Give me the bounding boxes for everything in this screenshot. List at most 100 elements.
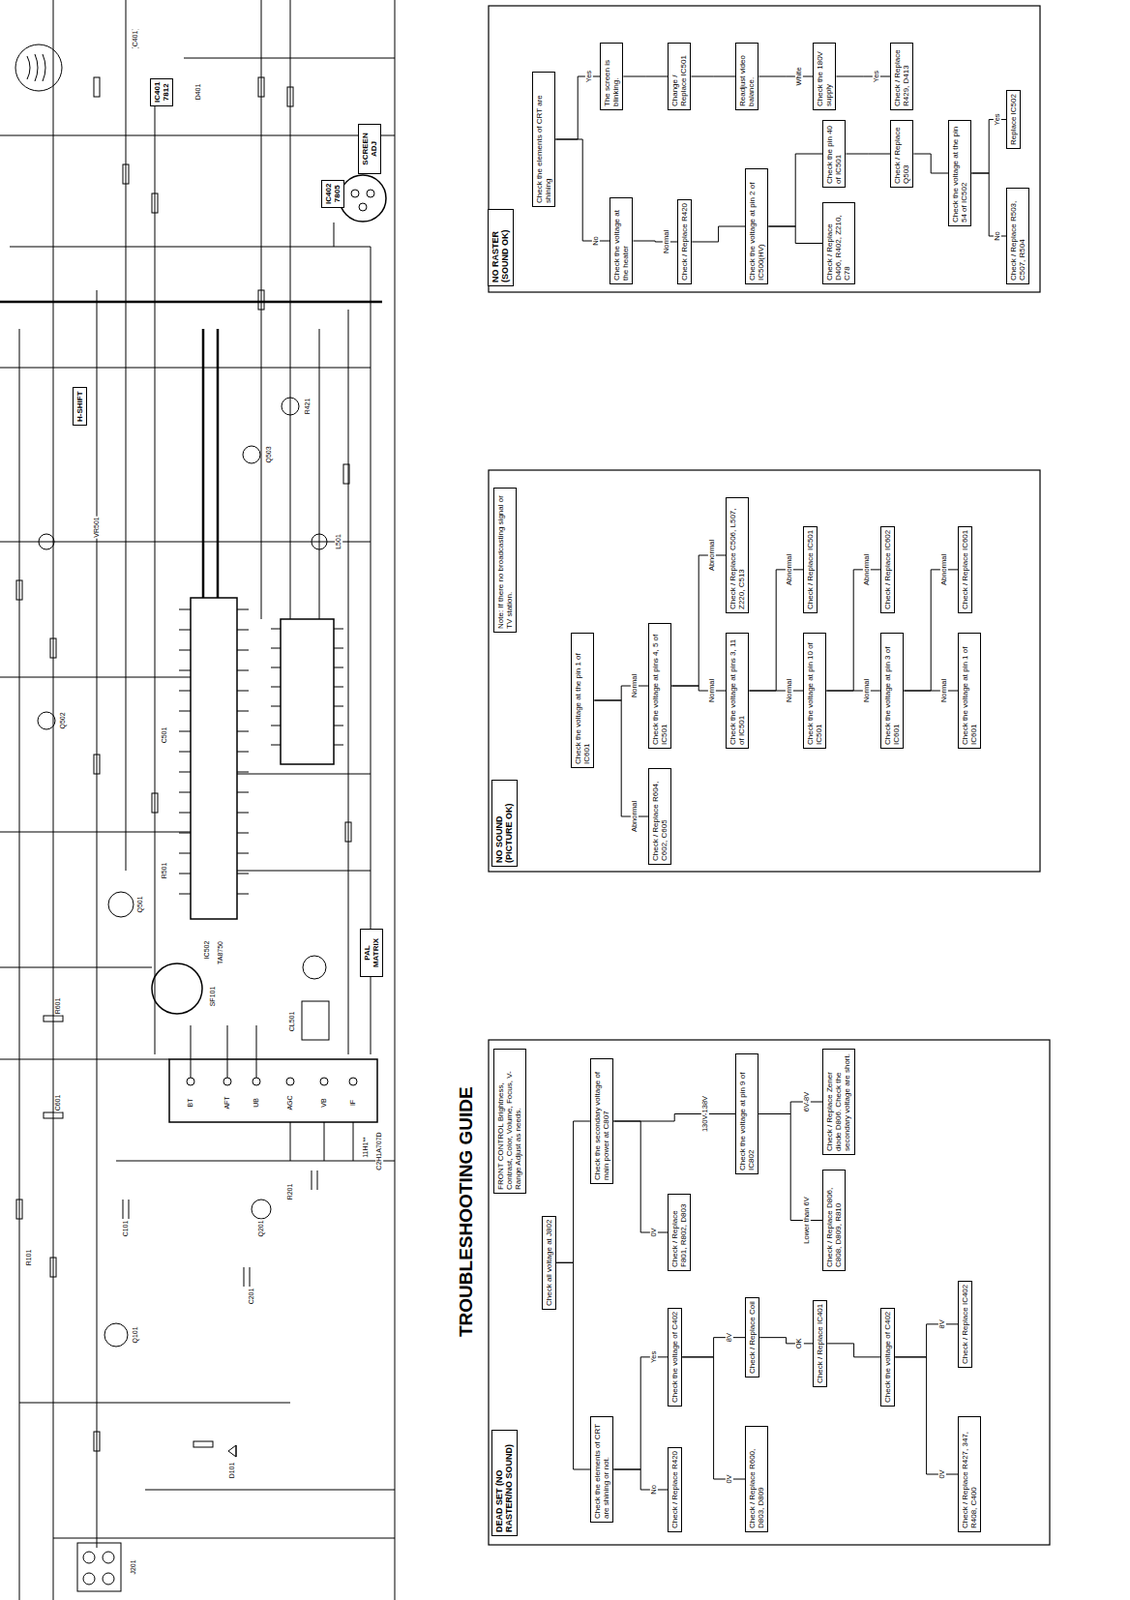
part-label: AFT xyxy=(223,1095,232,1110)
connector xyxy=(691,226,745,242)
box-text: Check the voltage at pin 10 of IC501 xyxy=(805,636,824,745)
connector xyxy=(682,1338,745,1358)
part-label: C2H1A707D xyxy=(375,1130,384,1171)
edge-label: Normal xyxy=(661,229,670,255)
connector xyxy=(758,76,813,78)
process-box: Check / Replace R420 xyxy=(667,1447,683,1533)
box-text: 7805 xyxy=(332,183,342,205)
part-label: BT xyxy=(186,1098,195,1109)
connector xyxy=(894,1324,958,1358)
box-text: Check the voltage of C402 xyxy=(883,1311,893,1403)
box-text: The screen is blinking. xyxy=(602,46,621,107)
process-box: Check the voltage at pins 3, 11 of IC501 xyxy=(725,632,749,749)
process-box: Check the voltage at pin 1 of IC601 xyxy=(957,632,982,749)
box-text: Check / Replace C506, L507, Z220, C513 xyxy=(728,501,746,610)
process-box: Check / Replace F801, R802, D803 xyxy=(667,1193,691,1272)
process-box: Check the 180V supply xyxy=(812,42,836,111)
box-text: Check / Replace R503, C507, R504 xyxy=(1009,191,1027,281)
process-box: Check the voltage of C402 xyxy=(880,1308,895,1407)
part-label: R201 xyxy=(286,1183,295,1202)
edge-label: Normal xyxy=(630,673,639,699)
process-box: Check / Replace R503, C507, R504 xyxy=(1006,187,1030,285)
box-text: PAL MATRIX xyxy=(362,932,381,974)
heading-box: NO RASTER (SOUND OK) xyxy=(487,208,514,287)
box-text: Check the voltage at pins 4, 5 of IC501 xyxy=(651,626,669,745)
connector xyxy=(613,1114,736,1123)
connector xyxy=(835,76,891,78)
box-text: Check the secondary voltage of main powe… xyxy=(593,1062,611,1181)
box-text: IC401 xyxy=(152,82,162,103)
box-text: Check the voltage at the heater xyxy=(612,201,630,281)
process-box: Check / Replace R600, D803, D809 xyxy=(744,1426,769,1533)
process-box: Check / Replace Zener diode D806. Check … xyxy=(822,1048,856,1156)
connector xyxy=(613,1469,668,1490)
box-text: Replace IC502 xyxy=(1009,93,1018,146)
process-box: Check / Replace D806, C808, D809, R810 xyxy=(822,1169,846,1272)
process-box: Check / Replace IC402 xyxy=(957,1280,973,1368)
process-box: Note: If there no broadcasting signal or… xyxy=(493,487,517,633)
part-label: Q503 xyxy=(265,445,273,464)
box-text: Check all voltage at J802 xyxy=(544,1219,554,1307)
process-box: Check / Replace Coil xyxy=(744,1297,760,1378)
box-text: Check / Replace R604, C602, C605 xyxy=(651,772,669,862)
connector xyxy=(690,76,736,78)
connector xyxy=(768,226,823,244)
box-text: Check / Replace D406, R402, Z210, C78 xyxy=(825,206,853,281)
box-text: Check the pin 40 of IC501 xyxy=(825,123,843,184)
box-text: Check / Replace R427, 347, R408, C400 xyxy=(960,1420,979,1529)
box-text: Check / Replace Coil xyxy=(747,1301,757,1374)
process-box: Check / Replace IC601 xyxy=(957,526,973,614)
edge-label: Abnormal xyxy=(940,553,949,587)
process-box: Check the secondary voltage of main powe… xyxy=(590,1058,614,1185)
connector xyxy=(632,240,678,243)
connector xyxy=(894,1357,958,1475)
process-box: Check the voltage at pin 9 of IC802 xyxy=(735,1053,759,1175)
component-box: IC4027805 xyxy=(321,179,345,209)
box-text: Check / Replace IC601 xyxy=(960,530,970,610)
edge-label: No xyxy=(650,1484,658,1496)
part-label: Q201 xyxy=(257,1219,266,1238)
part-label: Q501 xyxy=(136,894,145,914)
part-label: Q101 xyxy=(131,1325,140,1344)
process-box: Check the voltage at pin 10 of IC501 xyxy=(802,632,827,749)
part-label: 11H1** xyxy=(361,1135,370,1160)
box-text: Check / Replace R429, D413 xyxy=(892,46,911,107)
box-text: Check / Replace Zener diode D806. Check … xyxy=(825,1052,853,1152)
box-text: Check the elements of CRT are shining xyxy=(535,75,553,204)
process-box: Check all voltage at J802 xyxy=(541,1216,557,1310)
box-text: NO RASTER (SOUND OK) xyxy=(490,212,511,283)
component-box: IC4017812 xyxy=(149,78,174,107)
edge-label: Normal xyxy=(708,678,716,704)
edge-label: Normal xyxy=(862,678,871,704)
edge-label: No xyxy=(993,230,1002,242)
box-text: NO SOUND (PICTURE OK) xyxy=(494,783,515,863)
box-text: Check / Replace D806, C808, D809, R810 xyxy=(825,1173,843,1268)
process-box: Check the voltage at pin 2 of IC500(HV) xyxy=(744,168,769,285)
process-box: Check the pin 40 of IC501 xyxy=(822,119,846,188)
edge-label: OK xyxy=(795,1337,803,1350)
edge-label: 0V xyxy=(725,1473,734,1485)
connector xyxy=(903,569,958,691)
rotated-stage: TROUBLESHOOTING GUIDEDEAD SET (NO RASTER… xyxy=(454,0,1065,1600)
connector xyxy=(903,690,958,692)
part-label: D101 xyxy=(228,1461,237,1481)
part-label: UB xyxy=(252,1097,261,1109)
process-box: Check / Replace IC501 xyxy=(802,526,818,614)
process-box: Check the voltage at the heater xyxy=(609,197,633,285)
part-label: R421 xyxy=(303,397,312,417)
edge-label: Abnormal xyxy=(630,800,639,833)
edge-label: Yes xyxy=(993,112,1002,126)
edge-label: Abnormal xyxy=(708,538,716,572)
process-box: FRONT CONTROL Brightness, Contrast, Colo… xyxy=(493,1048,527,1194)
box-text: DEAD SET (NO RASTER/NO SOUND) xyxy=(494,1433,515,1533)
process-box: Change / Replace IC501 xyxy=(667,42,691,111)
process-box: Check / Replace IC602 xyxy=(880,526,895,614)
edge-label: Yes xyxy=(872,69,881,84)
edge-label: Normal xyxy=(785,678,794,704)
process-box: The screen is blinking. xyxy=(599,42,624,111)
edge-label: 0V xyxy=(938,1468,947,1480)
connector xyxy=(845,153,891,155)
box-text: Check / Replace R600, D803, D809 xyxy=(747,1429,766,1529)
process-box: Check the elements of CRT are shining xyxy=(532,71,556,208)
box-text: H-SHIFT xyxy=(75,390,85,422)
